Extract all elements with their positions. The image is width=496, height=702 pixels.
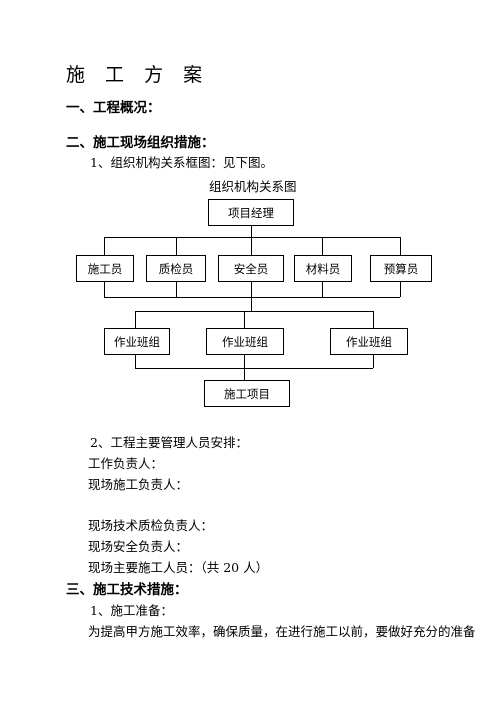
org-chart-title: 组织机构关系图 (209, 179, 297, 194)
section-heading-technical: 三、施工技术措施： (66, 582, 188, 598)
connector-roles-top-bar (104, 237, 400, 238)
technical-item-1: 1、施工准备： (90, 603, 173, 618)
connector-teams-bottom-bar (135, 368, 373, 369)
connector-role-4-down (322, 282, 323, 297)
connector-teams-top-bar (135, 311, 373, 312)
org-box-role-1: 施工员 (76, 255, 134, 282)
connector-team-2-down (244, 355, 245, 368)
connector-bottom (244, 368, 245, 380)
org-box-role-2: 质检员 (146, 255, 206, 282)
org-box-role-5: 预算员 (370, 255, 432, 282)
org-box-project-manager: 项目经理 (208, 199, 294, 226)
connector-role-3 (251, 237, 252, 255)
connector-team-2 (244, 311, 245, 328)
page-title: 施 工 方 案 (66, 64, 210, 86)
staff-line-3: 现场技术质检负责人： (88, 518, 214, 533)
connector-role-1 (104, 237, 105, 255)
connector-team-1-down (135, 355, 136, 368)
org-box-role-3: 安全员 (218, 255, 284, 282)
connector-top (251, 226, 252, 237)
technical-paragraph: 为提高甲方施工效率，确保质量，在进行施工以前，要做好充分的准备 (88, 624, 476, 639)
staff-line-1: 工作负责人： (88, 456, 164, 471)
connector-role-2-down (176, 282, 177, 297)
connector-team-3-down (373, 355, 374, 368)
connector-team-3 (373, 311, 374, 328)
connector-role-3-down (251, 282, 252, 297)
connector-mid (251, 297, 252, 311)
connector-role-5 (400, 237, 401, 255)
org-box-role-4: 材料员 (294, 255, 352, 282)
connector-role-5-down (400, 282, 401, 297)
org-box-team-1: 作业班组 (104, 328, 170, 355)
org-chart-intro: 1、组织机构关系框图：见下图。 (90, 155, 273, 170)
staff-line-5: 现场主要施工人员：（共 20 人） (88, 560, 269, 575)
org-box-construction-project: 施工项目 (204, 380, 290, 407)
section-heading-organization: 二、施工现场组织措施： (66, 135, 215, 151)
staff-line-2: 现场施工负责人： (88, 477, 189, 492)
connector-roles-bottom-bar (104, 297, 400, 298)
connector-role-2 (176, 237, 177, 255)
org-box-team-3: 作业班组 (330, 328, 408, 355)
section-heading-overview: 一、工程概况： (66, 100, 161, 116)
connector-role-4 (322, 237, 323, 255)
org-box-team-2: 作业班组 (206, 328, 284, 355)
staff-line-4: 现场安全负责人： (88, 539, 189, 554)
staff-arrangement-heading: 2、工程主要管理人员安排： (90, 435, 248, 450)
connector-team-1 (135, 311, 136, 328)
connector-role-1-down (104, 282, 105, 297)
